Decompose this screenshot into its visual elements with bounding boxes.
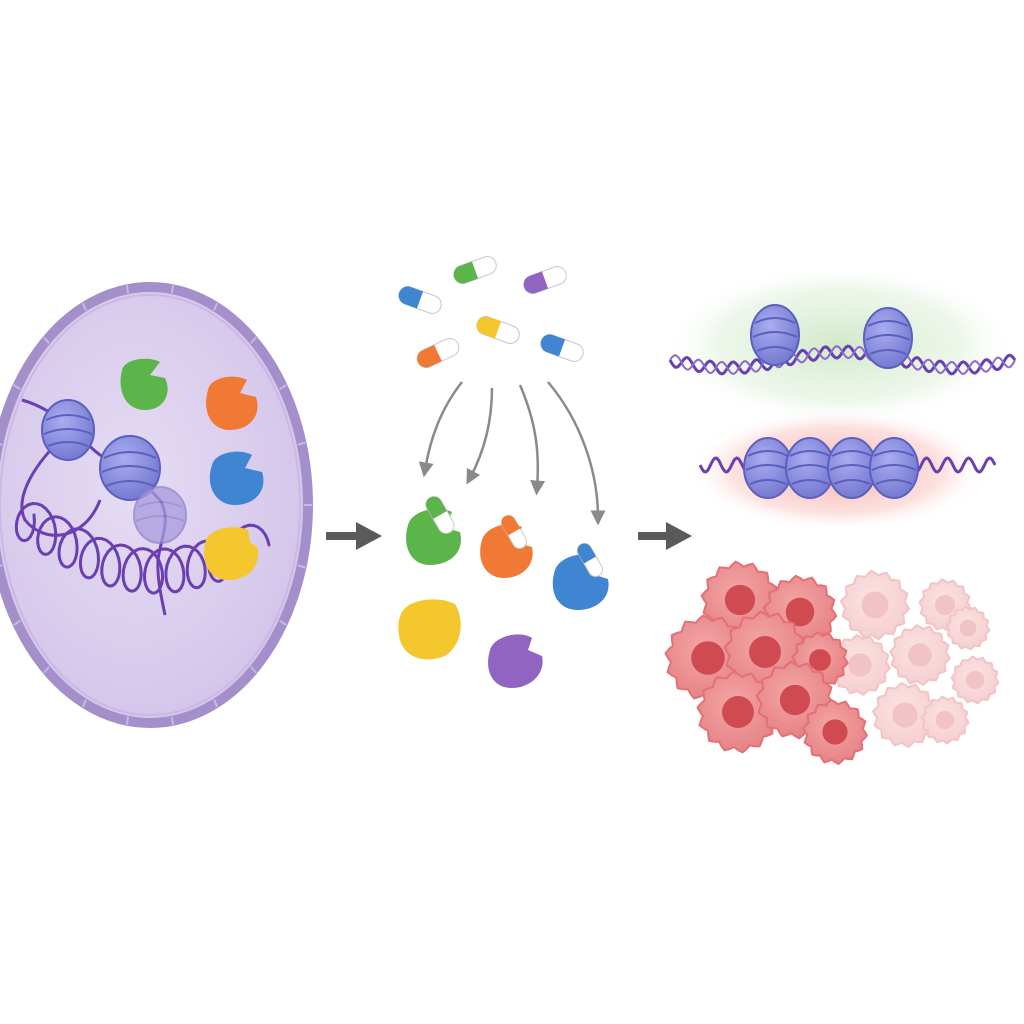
right-arrow-icon: [638, 522, 692, 550]
nucleosome: [869, 437, 919, 499]
binding-arrow: [466, 387, 494, 485]
tumor-cell: [801, 698, 869, 766]
cell-nucleus: [959, 619, 977, 637]
nucleosome: [785, 437, 835, 499]
binding-arrow: [418, 381, 463, 478]
membrane-segment: [279, 384, 287, 391]
capsule-drug-icon: [540, 334, 584, 362]
cell-nucleus: [749, 636, 781, 668]
capsule-drug-icon: [523, 266, 567, 294]
tumor-cell-dying: [920, 695, 970, 745]
nucleosome: [827, 437, 877, 499]
membrane-segment: [0, 564, 3, 567]
cell-nucleus: [779, 684, 811, 716]
membrane-segment: [213, 302, 219, 311]
enzyme-yellow: [204, 527, 259, 580]
tumor-cell-dying: [950, 655, 1000, 705]
cell-nucleus: [724, 584, 756, 616]
enzyme-purple-free: [488, 634, 543, 688]
nucleosome: [133, 486, 187, 544]
binding-arrow: [518, 384, 546, 496]
cell-nucleus: [809, 649, 831, 671]
capsule-drug-icon: [416, 338, 460, 368]
tumor-cell-dying: [945, 605, 991, 651]
cell-nucleus: [848, 653, 872, 677]
membrane-segment: [297, 564, 306, 569]
enzyme-yellow-free: [398, 599, 461, 660]
membrane-segments: [0, 285, 312, 725]
cell-nucleus: [722, 696, 754, 728]
tumor-cell-dying: [839, 569, 911, 641]
cell-nucleus: [861, 591, 889, 619]
cell-nucleus: [934, 594, 956, 616]
enzyme-blue-inhibited: [552, 542, 609, 610]
membrane-segment: [250, 666, 257, 674]
outcome-panel: [664, 265, 1017, 766]
cell-nucleus: [965, 670, 985, 690]
enzyme-orange: [206, 376, 258, 430]
nucleosome: [750, 304, 800, 366]
membrane-segment: [170, 716, 175, 725]
enzyme-blue: [209, 451, 264, 505]
cell-panel: [0, 282, 313, 728]
cell-nucleus: [892, 702, 918, 728]
cell-nucleus: [691, 641, 725, 675]
membrane-segment: [170, 285, 175, 294]
capsule-drug-icon: [398, 286, 442, 314]
membrane-segment: [0, 443, 3, 446]
capsule-drugs: [398, 256, 584, 368]
open-chromatin-glow: [665, 265, 1015, 425]
dna-strand: [669, 345, 1016, 375]
capsule-drug-icon: [476, 316, 520, 344]
closed-chromatin: [698, 437, 997, 499]
binding-arrows: [418, 381, 606, 526]
enzyme-orange-inhibited: [480, 514, 533, 578]
nucleosome: [41, 399, 95, 461]
tumor-cell: [696, 670, 780, 754]
dna-strand-loop: [20, 438, 102, 537]
membrane-segment: [43, 666, 50, 674]
enzyme-green-inhibited: [406, 496, 461, 565]
cell-nucleus: [785, 597, 815, 627]
enzyme-green: [120, 358, 168, 410]
membrane-segment: [250, 336, 257, 344]
drug-panel: [398, 256, 609, 688]
tumor-cell-dying: [888, 623, 952, 687]
capsule-drug-icon: [453, 256, 497, 284]
membrane-segment: [213, 699, 219, 708]
membrane-segment: [43, 336, 50, 344]
nucleosome: [863, 307, 913, 369]
membrane-segment: [13, 384, 21, 391]
open-chromatin: [668, 304, 1017, 376]
cell-nucleus: [822, 719, 848, 745]
nuclear-membrane-inner: [0, 294, 301, 716]
membrane-segment: [81, 699, 87, 708]
nucleosome: [99, 435, 161, 501]
tumor-cell-dying: [871, 681, 939, 749]
membrane-segment: [279, 619, 287, 626]
membrane-segment: [297, 441, 306, 446]
cell-nucleus: [908, 643, 932, 667]
membrane-segment: [13, 619, 21, 626]
binding-arrow: [547, 381, 606, 526]
tumor-cell-cluster-icon: [664, 560, 1000, 766]
cell-nucleus: [935, 710, 955, 730]
membrane-segment: [81, 302, 87, 311]
nucleosome: [743, 437, 793, 499]
membrane-segment: [125, 716, 130, 725]
membrane-segment: [125, 285, 130, 294]
right-arrow-icon: [326, 522, 382, 550]
